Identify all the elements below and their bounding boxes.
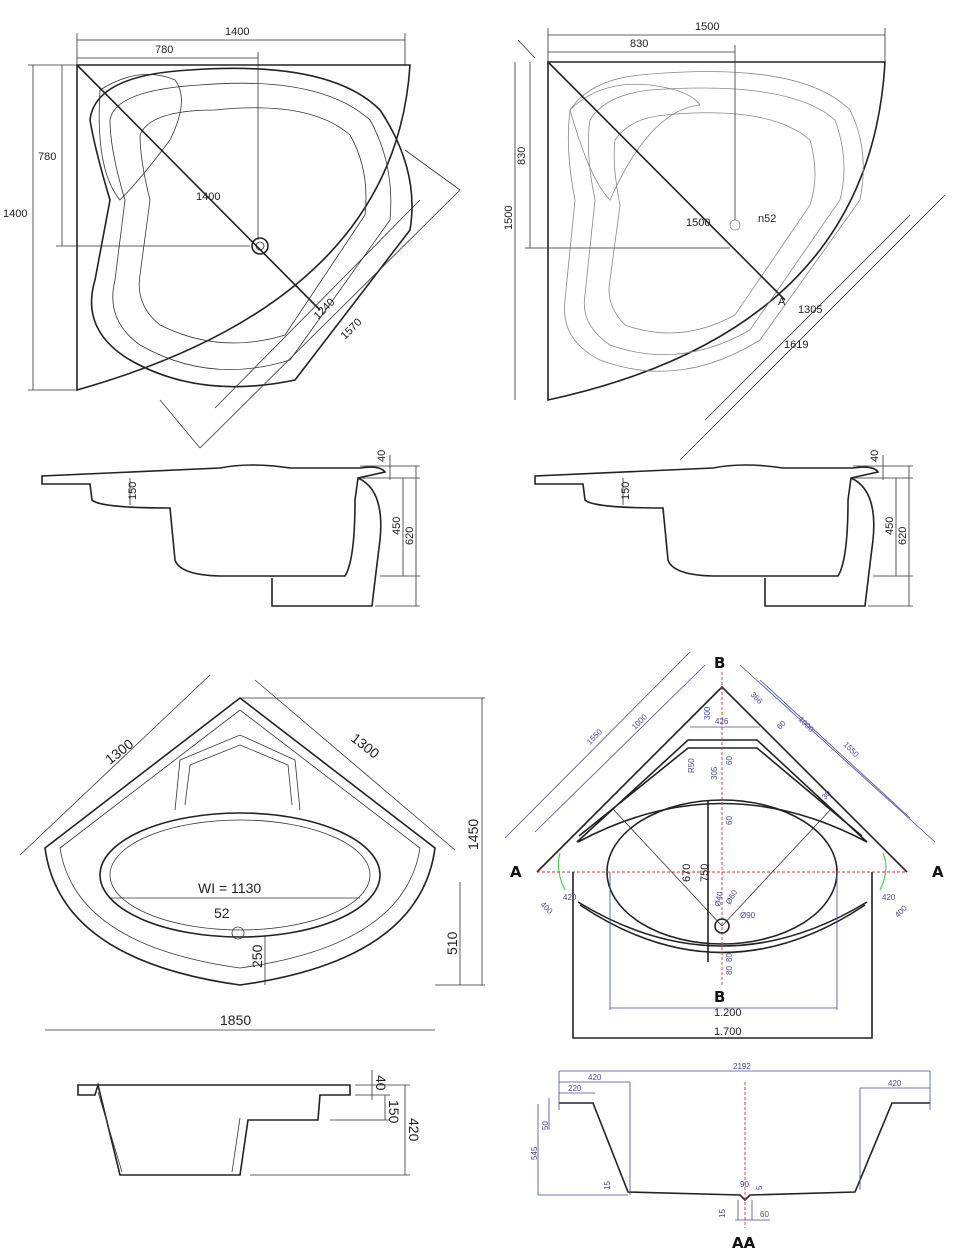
dim-total: 620 [897,527,909,545]
dim-diagonal: 1500 [686,217,710,229]
dim-rim: 40 [376,450,388,462]
dim-bottom: 15 [603,1181,612,1190]
dim-width: 1500 [695,21,719,33]
dim-seat: 780 [155,44,173,56]
dim-400-right: 400 [893,903,909,919]
dim-1000-left: 1000 [630,712,649,731]
dim-366: 366 [749,690,765,706]
plan-detailed: B B A A 1550 1000 366 1000 1550 300 426 … [504,651,944,1039]
dim-depth: 420 [406,1118,422,1142]
dim-step: 150 [620,482,632,500]
dim-60-corner: 60 [775,718,788,731]
dim-426: 426 [715,717,729,726]
dim-drain-90: Ø90 [740,911,756,920]
dim-drain-60: Ø60 [724,888,740,906]
dim-60-lower: 60 [725,816,734,825]
dim-inner: 1305 [798,304,822,316]
dim-305: 305 [710,766,719,780]
dim-1550-left: 1550 [585,727,604,746]
dim-left-top: 420 [588,1073,602,1082]
dim-width: 1850 [220,1012,251,1028]
dim-420-right: 420 [882,893,896,902]
dim-inner-width: WI = 1130 [198,880,261,896]
dim-60-upper: 60 [725,756,734,765]
section-label: AA [732,1234,756,1252]
dim-step: 150 [386,1100,402,1124]
plan-1300: 1300 1300 1450 WI = 1130 52 250 510 1850 [19,674,485,1031]
dim-width: 1400 [225,26,249,38]
dim-height: 1450 [465,819,481,850]
dim-outer: 1570 [339,316,365,342]
dim-80-upper: 80 [725,953,734,962]
dim-drain: 52 [214,905,230,921]
dim-1550-right: 1550 [842,740,861,759]
plan-1400: 1400 780 780 1400 1400 1240 1570 [3,26,461,449]
section-a-left: A [510,863,522,881]
dim-300: 300 [703,706,712,720]
dim-total: 2192 [733,1062,751,1071]
dim-rim: 50 [541,1121,550,1130]
section-a-right: A [932,863,944,881]
dim-seat-vertical: 780 [38,151,56,163]
dim-outer: 1619 [784,339,808,351]
side-view-3: 40 150 420 [77,1070,422,1176]
side-view-1: 40 150 450 620 [41,450,420,607]
section-b-bottom: B [714,988,725,1006]
dim-width-outer: 1.700 [714,1026,742,1038]
dim-seat: 830 [630,38,648,50]
dim-right-top: 420 [888,1079,902,1088]
dim-400-left: 400 [539,900,555,916]
section-aa: 2192 420 220 420 50 545 15 90 5 15 60 AA [530,1062,931,1252]
section-marker: A [778,296,786,308]
dim-670: 670 [681,864,693,882]
dim-drain-height: 15 [718,1209,727,1218]
dim-drain-width: 90 [740,1180,749,1189]
dim-inner: 1240 [312,296,338,322]
side-view-2: 40 150 450 620 [534,450,913,607]
dim-drain-40: Ø40 [713,890,725,907]
dim-drain-depth: 5 [755,1185,764,1190]
dim-depth: 450 [391,517,403,535]
dim-seat-vertical: 830 [516,147,528,165]
dim-drain-offset: 250 [249,944,265,968]
dim-step: 150 [127,482,139,500]
dim-80-lower: 80 [725,966,734,975]
dim-left-step: 220 [568,1084,582,1093]
dim-drain: n52 [758,213,776,225]
dim-depth: 545 [530,1146,539,1160]
dim-drain-base: 60 [760,1210,769,1219]
dim-rim: 40 [373,1075,389,1091]
dim-r50: R50 [687,758,696,773]
dim-height: 1500 [503,206,515,230]
dim-side-a: 1300 [102,735,137,767]
dim-depth: 450 [884,517,896,535]
dim-front: 510 [444,931,460,955]
dim-height: 1400 [3,208,27,220]
dim-420-left: 420 [563,893,577,902]
dim-diagonal: 1400 [196,191,220,203]
dim-side-b: 1300 [348,730,383,762]
plan-1500: A 1500 830 830 1500 1500 n52 1305 1619 [503,21,946,461]
dim-total: 620 [404,527,416,545]
dim-rim: 40 [869,450,881,462]
dim-750: 750 [699,864,711,882]
dim-width-inner: 1.200 [714,1007,742,1019]
section-b-top: B [714,654,725,672]
